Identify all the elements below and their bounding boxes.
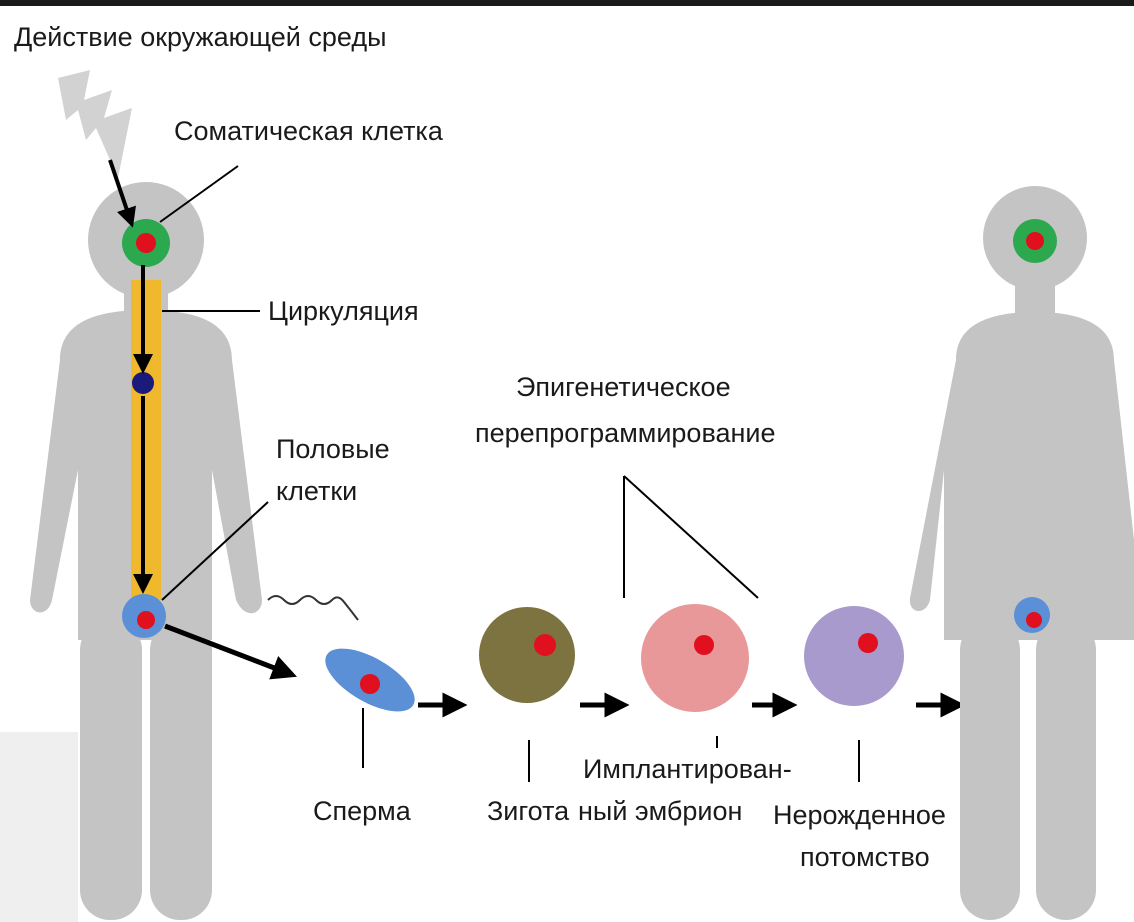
offspring-somatic-cell bbox=[1013, 219, 1057, 263]
unborn-offspring bbox=[804, 606, 904, 706]
label-somatic-cell: Соматическая клетка bbox=[174, 116, 444, 146]
sperm-tail bbox=[268, 596, 358, 620]
label-sperm: Сперма bbox=[313, 796, 412, 826]
title: Действие окружающей среды bbox=[14, 22, 386, 52]
label-zygote: Зигота bbox=[487, 796, 570, 826]
implanted-embryo bbox=[641, 604, 749, 712]
zygote bbox=[479, 607, 575, 703]
label-unborn-1: Нерожденное bbox=[773, 800, 946, 830]
label-germ-cells-2: клетки bbox=[276, 476, 357, 506]
label-circulation: Циркуляция bbox=[268, 296, 419, 326]
lightning-icon bbox=[58, 70, 132, 178]
label-implanted-1: Имплантирован- bbox=[583, 754, 792, 784]
label-epigenetic-2: перепрограммирование bbox=[475, 418, 776, 448]
offspring-germ-cell bbox=[1014, 597, 1050, 633]
circulating-factor bbox=[132, 372, 154, 394]
label-germ-cells-1: Половые bbox=[276, 434, 390, 464]
somatic-nucleus bbox=[136, 233, 156, 253]
label-unborn-2: потомство bbox=[800, 842, 930, 872]
label-implanted-2: ный эмбрион bbox=[578, 796, 742, 826]
sperm-cell bbox=[268, 596, 424, 724]
top-border bbox=[0, 0, 1134, 6]
somatic-cell bbox=[122, 219, 170, 267]
germ-cell bbox=[122, 594, 166, 638]
background-panel bbox=[0, 732, 78, 922]
circulation-channel bbox=[131, 280, 161, 600]
label-epigenetic-1: Эпигенетическое bbox=[516, 372, 731, 402]
